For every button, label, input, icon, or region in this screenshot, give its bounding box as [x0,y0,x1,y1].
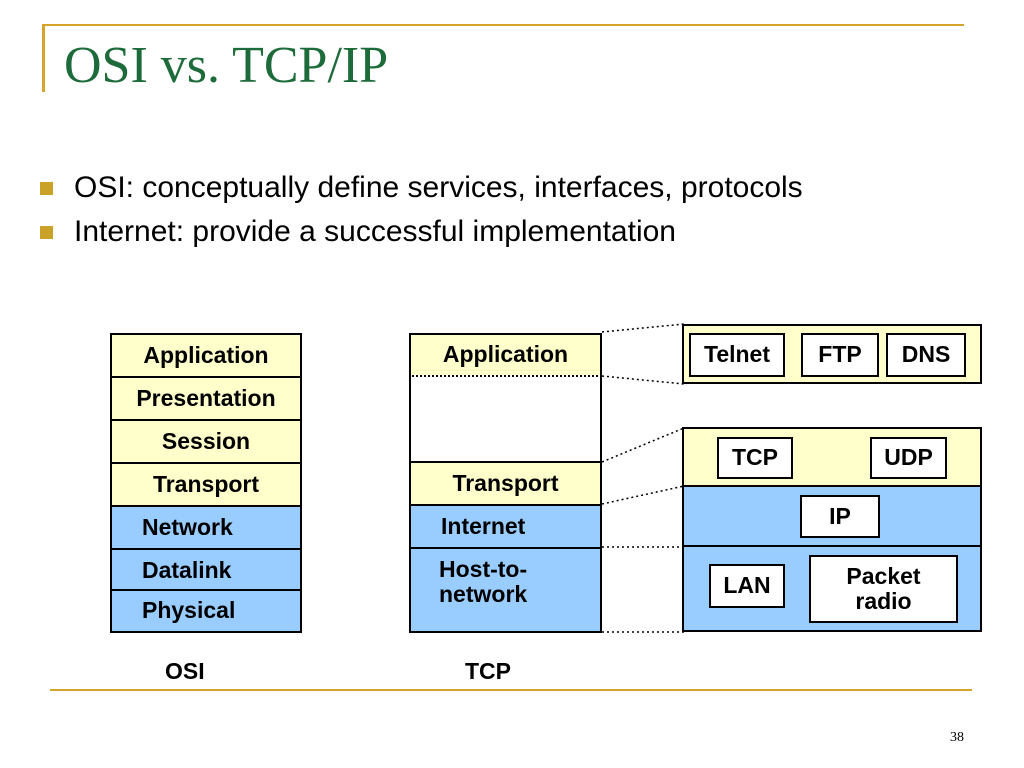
connector-transport-bottom [601,485,685,505]
protocol-dns: DNS [886,333,966,377]
page-number: 38 [950,730,964,745]
protocol-ip: IP [800,495,880,538]
slide-title: OSI vs. TCP/IP [64,37,389,94]
connector-application-top [601,323,685,333]
bullet-text: Internet: provide a successful implement… [74,215,676,248]
protocol-telnet: Telnet [689,333,785,377]
tcp-layer-host-to-network: Host-to- network [409,547,602,633]
frame-horizontal-rule [42,24,964,26]
osi-caption: OSI [165,658,205,684]
tcp-caption: TCP [465,658,511,684]
osi-layer-network: Network [110,505,302,550]
protocol-lan: LAN [709,564,785,608]
protocol-ftp: FTP [801,333,879,377]
protocol-udp: UDP [870,437,947,479]
bullet-item: OSI: conceptually define services, inter… [40,166,803,210]
bullet-text: OSI: conceptually define services, inter… [74,171,803,204]
network-band-divider [684,545,980,547]
bullet-square-icon [40,226,53,239]
osi-layer-application: Application [110,333,302,378]
osi-layer-physical: Physical [110,589,302,633]
bullet-square-icon [40,182,53,195]
connector-application-bottom [601,375,685,385]
bullet-list: OSI: conceptually define services, inter… [40,166,803,254]
osi-layer-session: Session [110,419,302,464]
protocol-packet-radio: Packet radio [809,555,958,623]
osi-layer-presentation: Presentation [110,376,302,421]
tcp-layer-internet: Internet [409,504,602,549]
protocol-tcp: TCP [717,437,793,479]
connector-transport-top [601,427,685,463]
bullet-item: Internet: provide a successful implement… [40,210,803,254]
frame-vertical-rule [42,24,45,92]
footer-rule [50,689,972,691]
tcp-layer-transport: Transport [409,461,602,506]
